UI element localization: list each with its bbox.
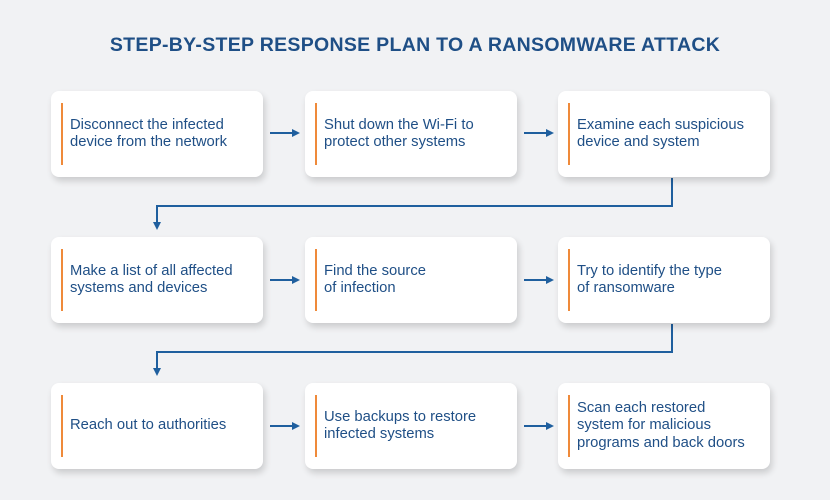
step-text: Examine each suspicious device and syste…: [577, 116, 744, 151]
diagram-title: STEP-BY-STEP RESPONSE PLAN TO A RANSOMWA…: [109, 34, 721, 56]
arrow-step3-to-step4: [153, 178, 673, 230]
step-text: Use backups to restore infected systems: [324, 408, 477, 443]
step-card-7: Reach out to authorities: [51, 383, 263, 469]
step-text: Disconnect the infected device from the …: [70, 116, 228, 151]
arrow-step6-to-step7: [153, 324, 673, 376]
step-text: Make a list of all affected systems and …: [70, 262, 233, 297]
step-text: Try to identify the type of ransomware: [577, 262, 723, 297]
step-text: Find the source of infection: [324, 262, 426, 297]
step-card-5: Find the source of infection: [305, 237, 517, 323]
step-card-9: Scan each restored system for malicious …: [558, 383, 770, 469]
step-card-3: Examine each suspicious device and syste…: [558, 91, 770, 177]
step-card-1: Disconnect the infected device from the …: [51, 91, 263, 177]
step-text: Shut down the Wi-Fi to protect other sys…: [324, 116, 474, 151]
step-card-6: Try to identify the type of ransomware: [558, 237, 770, 323]
step-text: Reach out to authorities: [70, 417, 227, 434]
step-text: Scan each restored system for malicious …: [577, 399, 745, 451]
step-card-8: Use backups to restore infected systems: [305, 383, 517, 469]
step-card-4: Make a list of all affected systems and …: [51, 237, 263, 323]
step-card-2: Shut down the Wi-Fi to protect other sys…: [305, 91, 517, 177]
